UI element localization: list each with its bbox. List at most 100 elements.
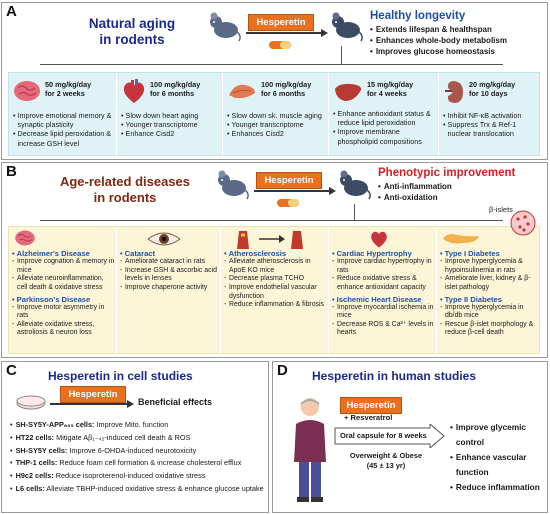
- capsule-icon: [277, 199, 299, 207]
- dose-duration: for 6 months: [261, 88, 306, 98]
- dose-duration: for 6 months: [150, 88, 195, 98]
- finding-item: Improve emotional memory & synaptic plas…: [13, 111, 115, 129]
- disease-vascular: Atherosclerosis Alleviate atherosclerosi…: [221, 227, 329, 355]
- person-icon: [294, 398, 326, 502]
- cell-line: THP-1 cells:: [15, 458, 58, 468]
- arrow-c-line: [50, 403, 128, 405]
- disease-item: Improve motor asymmetry in rats: [12, 304, 115, 321]
- finding-item: Younger transcriptome: [121, 120, 221, 129]
- panel-a-letter: A: [6, 3, 17, 20]
- cell-effect: Alleviate TBHP-induced oxidative stress …: [46, 483, 264, 493]
- disease-name: Type I Diabetes: [440, 249, 540, 258]
- panel-d-title: Hesperetin in human studies: [312, 369, 477, 383]
- finding-item: Younger transcriptome: [227, 120, 327, 129]
- arrow-b-head: [329, 187, 336, 195]
- cell-effect: Improve 6-OHDA-induced neurotoxicity: [69, 445, 197, 455]
- dose: 50 mg/kg/day for 2 weeks: [45, 80, 91, 99]
- cell-study-row: L6 cells: Alleviate TBHP-induced oxidati…: [10, 483, 266, 496]
- connector-a-horizontal: [40, 64, 503, 65]
- cell-study-row: HT22 cells: Mitigate Aβ₁₋₄₂-induced cell…: [10, 432, 266, 445]
- finding-item: Improve membrane phospholipid compositio…: [333, 127, 437, 145]
- beta-islet-icon: [510, 210, 536, 236]
- cell-effect: Mitigate Aβ₁₋₄₂-induced cell death & ROS: [56, 432, 191, 442]
- finding-heart: 100 mg/kg/day for 6 months Slow down hea…: [117, 73, 223, 157]
- panel-b-findings: Alzheimer's Disease Improve cognation & …: [8, 205, 540, 355]
- mouse-icon: [210, 12, 241, 42]
- muscle-icon: [229, 84, 255, 99]
- disease-item: Improve myocardial ischemia in mice: [332, 304, 436, 321]
- dose-amount: 15 mg/kg/day: [367, 80, 414, 89]
- disease-neuro: Alzheimer's Disease Improve cognation & …: [9, 227, 117, 355]
- finding-item: Slow down heart aging: [121, 111, 221, 120]
- cell-study-list: SH-SY5Y-APP₆₉₅ cells: Improve Mito. func…: [10, 419, 266, 496]
- dose: 100 mg/kg/day for 6 months: [150, 80, 200, 99]
- beneficial-effects-label: Beneficial effects: [138, 397, 213, 407]
- finding-kidney: 20 mg/kg/day for 10 days Inhibit NF-κB a…: [439, 73, 541, 157]
- artery-icon: [237, 231, 303, 249]
- resveratrol-label: + Resveratrol: [344, 413, 393, 422]
- cell-line: SH-SY5Y cells:: [15, 445, 68, 455]
- heart-icon: [371, 231, 387, 248]
- disease-item: Improve endothelial vascular dysfunction: [224, 284, 328, 301]
- panel-a-title-line1: Natural aging: [88, 16, 176, 31]
- disease-item: Reduce inflammation & fibrosis: [224, 301, 328, 310]
- disease-item: Improve cardiac hypertrophy in rats: [332, 258, 436, 275]
- population-group: Overweight & Obese: [349, 451, 423, 460]
- outcome-item: Anti-oxidation: [378, 193, 452, 204]
- kidney-icon: [445, 81, 463, 103]
- panel-b-title: Age-related diseases in rodents: [40, 174, 210, 205]
- capsule-icon: [269, 41, 291, 49]
- heart-icon: [123, 79, 145, 103]
- population-label: Overweight & Obese (45 ± 13 yr): [336, 451, 436, 472]
- disease-item: Reduce oxidative stress & enhance antiox…: [332, 275, 436, 292]
- brain-icon: [14, 81, 40, 101]
- outcome-item: Extends lifespan & healthspan: [370, 25, 507, 36]
- cell-effect: Improve Mito. function: [96, 420, 169, 429]
- finding-muscle: 100 mg/kg/day for 6 months Slow down sk.…: [223, 73, 329, 157]
- human-outcome-item: Improve glycemic control: [450, 420, 546, 450]
- human-outcome-item: Reduce inflammation: [450, 480, 546, 495]
- cell-line: HT22 cells:: [15, 432, 55, 442]
- disease-item: Improve hyperglycemia & hypoinsulinemia …: [440, 258, 540, 275]
- dose-amount: 20 mg/kg/day: [469, 80, 516, 89]
- disease-text: Cardiac Hypertrophy Improve cardiac hype…: [332, 249, 436, 338]
- pancreas-icon: [443, 234, 479, 244]
- cell-line: L6 cells:: [15, 483, 45, 493]
- disease-name: Atherosclerosis: [224, 249, 328, 258]
- disease-name: Ischemic Heart Disease: [332, 295, 436, 304]
- disease-item: Improve hyperglycemia in db/db mice: [440, 304, 540, 321]
- panel-a-title: Natural aging in rodents: [62, 16, 202, 48]
- mouse-icon: [332, 12, 363, 42]
- disease-item: Improve chaperone activity: [120, 284, 220, 293]
- mouse-icon: [340, 170, 371, 200]
- cell-study-row: H9c2 cells: Reduce isoproterenol-induced…: [10, 470, 266, 483]
- dose: 100 mg/kg/day for 6 months: [261, 80, 311, 99]
- finding-item: Decrease lipid peroxidation & increase G…: [13, 129, 115, 147]
- disease-text: Type I Diabetes Improve hyperglycemia & …: [440, 249, 540, 338]
- outcome-item: Enhances whole-body metabolism: [370, 36, 507, 47]
- cell-study-row: SH-SY5Y-APP₆₉₅ cells: Improve Mito. func…: [10, 419, 266, 432]
- outcome-title-a: Healthy longevity: [370, 10, 466, 22]
- dose: 20 mg/kg/day for 10 days: [469, 80, 516, 99]
- finding-item: Enhance Cisd2: [121, 129, 221, 138]
- human-outcomes: Improve glycemic control Enhance vascula…: [450, 420, 546, 495]
- panel-a-title-line2: in rodents: [99, 32, 165, 48]
- finding-item: Slow down sk. muscle aging: [227, 111, 327, 120]
- panel-c-title: Hesperetin in cell studies: [48, 369, 193, 383]
- outcome-item: Improves glucose homeostasis: [370, 47, 507, 58]
- outcome-list-b: Anti-inflammation Anti-oxidation: [378, 182, 452, 204]
- disease-name: Parkinson's Disease: [12, 295, 115, 304]
- finding-items: Improve emotional memory & synaptic plas…: [13, 111, 115, 148]
- disease-item: Decrease ROS & Ca²⁺ levels in hearts: [332, 321, 436, 338]
- arrow-b-line: [254, 190, 330, 192]
- panel-b-letter: B: [6, 163, 17, 180]
- finding-items: Enhance antioxidant status & reduce lipi…: [333, 109, 437, 146]
- finding-item: Inhibit NF-κB activation: [443, 111, 539, 120]
- cell-study-row: THP-1 cells: Reduce foam cell formation …: [10, 457, 266, 470]
- disease-item: Alleviate atherosclerosis in ApoE KO mic…: [224, 258, 328, 275]
- arrow-a-line: [246, 32, 322, 34]
- dose: 15 mg/kg/day for 4 weeks: [367, 80, 414, 99]
- disease-text: Alzheimer's Disease Improve cognation & …: [12, 249, 115, 338]
- arrow-d: [334, 424, 445, 448]
- connector-a: [341, 46, 342, 64]
